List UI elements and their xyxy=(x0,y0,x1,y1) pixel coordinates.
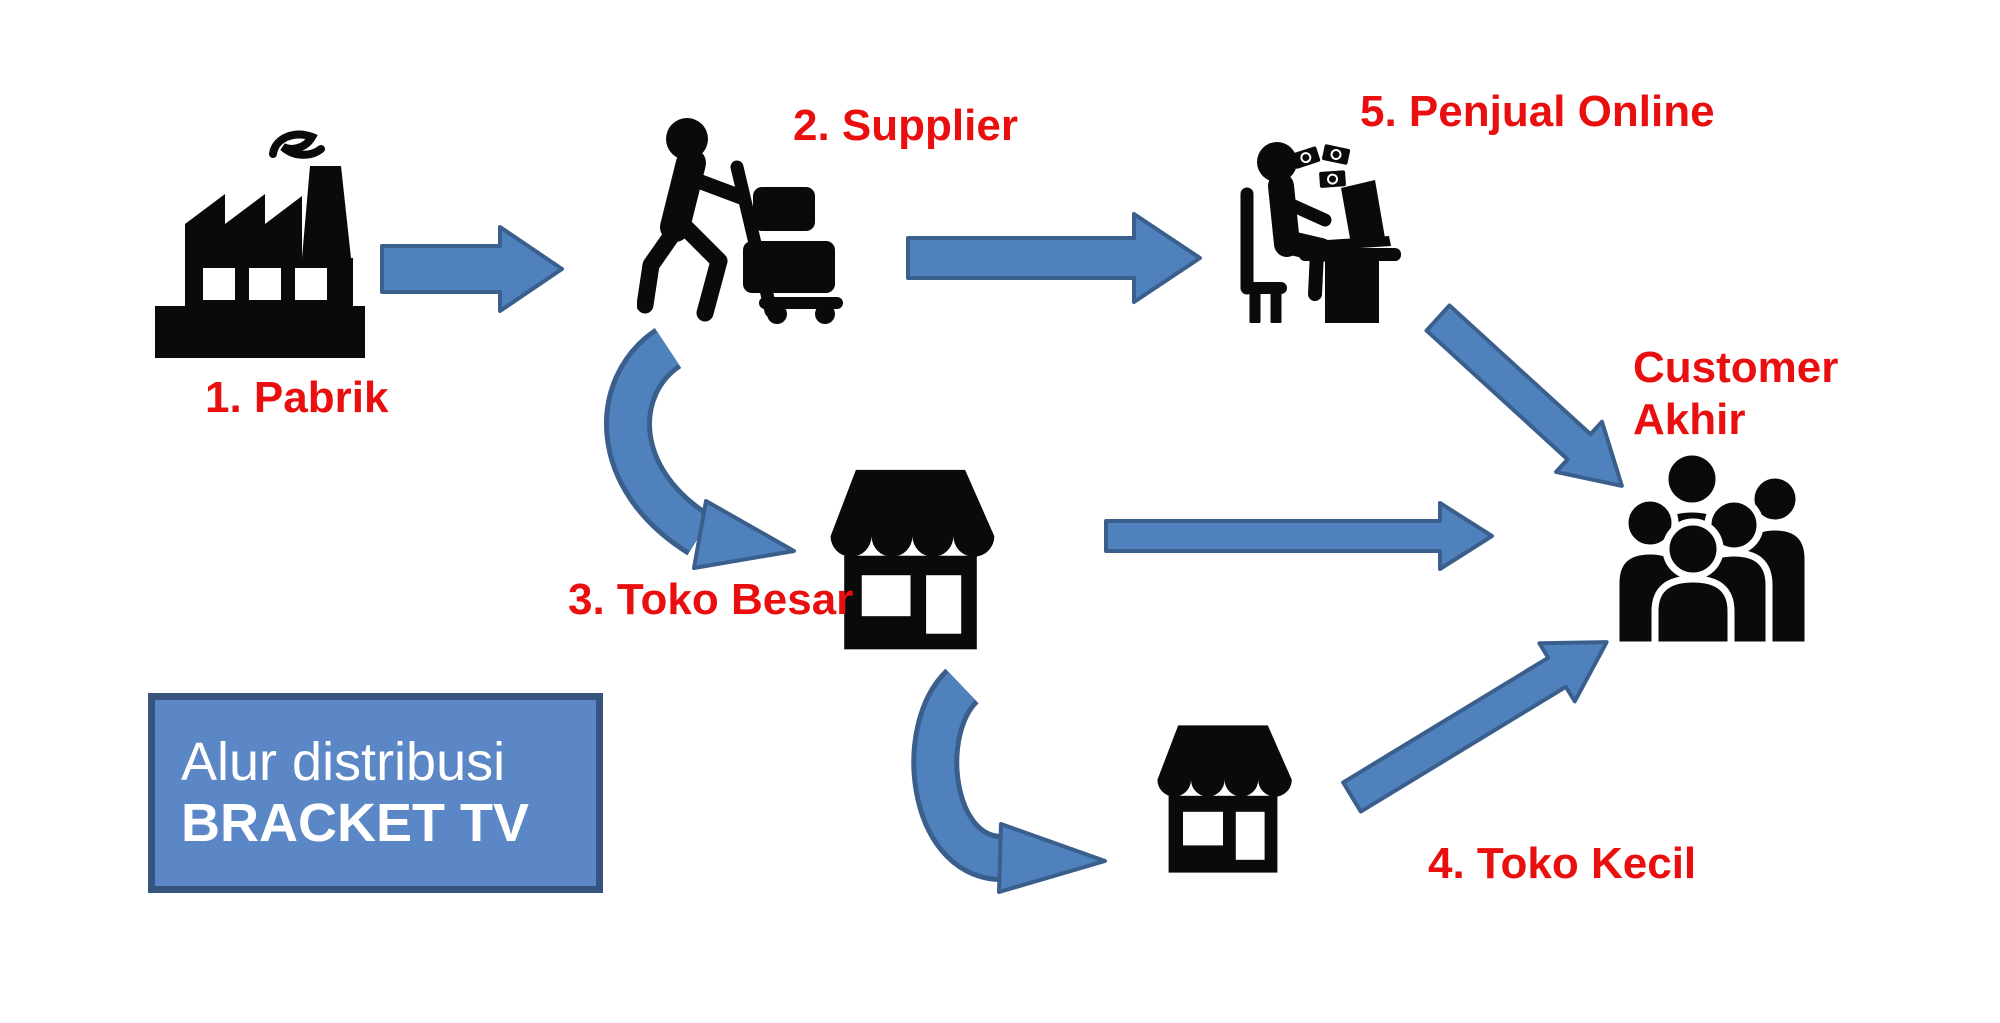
penjual-online-label: 5. Penjual Online xyxy=(1360,87,1715,136)
online-seller-desk-icon xyxy=(1240,142,1401,323)
hand-truck-person-icon xyxy=(637,118,843,324)
customer-akhir-label: Customer Akhir xyxy=(1633,342,1838,446)
toko-kecil-label: 4. Toko Kecil xyxy=(1428,839,1697,888)
factory-icon xyxy=(155,130,365,358)
curved-arrow-toko-besar-to-toko-kecil xyxy=(911,668,1107,894)
title-box: Alur distribusi BRACKET TV xyxy=(148,693,603,893)
arrow-supplier-to-penjual-online xyxy=(906,212,1202,304)
arrow-penjual-online-to-customer xyxy=(1424,303,1624,488)
customer-crowd-icon xyxy=(1612,448,1812,647)
customer-akhir-label-line2: Akhir xyxy=(1633,394,1746,444)
toko-besar-label: 3. Toko Besar xyxy=(568,575,854,624)
storefront-icon-big xyxy=(830,469,995,650)
arrow-toko-kecil-to-customer xyxy=(1341,640,1609,814)
arrow-toko-besar-to-customer xyxy=(1104,501,1494,571)
title-line-2: BRACKET TV xyxy=(181,793,529,853)
customer-akhir-label-line1: Customer xyxy=(1633,343,1839,392)
curved-arrow-supplier-to-toko-besar xyxy=(604,327,796,570)
storefront-icon-small xyxy=(1157,725,1292,873)
supplier-label: 2. Supplier xyxy=(793,101,1018,150)
title-line-1: Alur distribusi xyxy=(181,732,506,793)
arrow-pabrik-to-supplier xyxy=(380,225,564,313)
money-bills-icon xyxy=(1291,144,1351,188)
pabrik-label: 1. Pabrik xyxy=(205,373,389,422)
